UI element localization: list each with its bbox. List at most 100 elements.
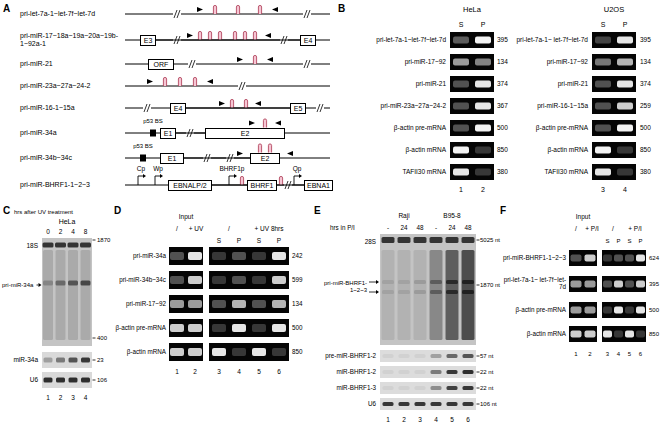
row-label: pri-miR-BHRF1-1~2~3 — [503, 254, 566, 261]
promoter-label: BHRF1p — [220, 165, 245, 172]
gel-panel — [450, 98, 494, 114]
exon-label: E2 — [261, 155, 270, 162]
gel-band — [453, 58, 469, 65]
column-header: / — [612, 225, 614, 232]
lane-number: 4 — [237, 368, 241, 375]
blot-panel — [380, 398, 476, 410]
primer-arrow — [147, 79, 153, 84]
gel-panel — [209, 271, 289, 289]
size-tick — [477, 240, 480, 241]
blot-band — [382, 237, 395, 243]
size-marker: 242 — [292, 252, 303, 259]
break-mark — [239, 82, 242, 90]
column-header: Input — [576, 213, 590, 220]
gene-name: pri-miR-34b~34c — [20, 154, 72, 161]
row-label: β-actin mRNA — [110, 349, 166, 356]
size-marker: 134 — [497, 58, 508, 65]
gel-band — [188, 300, 202, 308]
size-marker: 500 — [497, 124, 508, 131]
gel-panel — [592, 142, 636, 158]
gel-band — [595, 80, 611, 87]
lane-number: 4 — [84, 394, 88, 401]
lane-number: 1 — [175, 368, 179, 375]
blot-band — [399, 354, 410, 358]
lane-number: 1 — [574, 351, 577, 357]
gel-band — [232, 252, 246, 260]
lane-number: 4 — [617, 351, 620, 358]
size-marker: 367 — [497, 102, 508, 109]
fraction-label: P — [277, 237, 281, 244]
primer-arrow — [275, 121, 281, 126]
panel-letter: E — [314, 205, 321, 216]
blot-panel — [380, 366, 476, 378]
gel-panel — [450, 32, 494, 48]
lane-number: 3 — [606, 351, 609, 358]
lane-number: 2 — [59, 394, 63, 401]
size-marker: 57 nt — [480, 353, 493, 359]
column-header: + P/I — [628, 225, 642, 232]
time-point: - — [387, 224, 389, 231]
exon-box: E4 — [170, 103, 186, 114]
lane-number: 1 — [46, 394, 50, 401]
lane-number: 4 — [623, 186, 627, 194]
gel-band — [636, 254, 645, 261]
gel-band — [188, 348, 202, 356]
blot-band — [430, 280, 442, 284]
fraction-label: P — [481, 21, 486, 28]
row-label: pri-miR-21 — [338, 80, 446, 87]
gene-name: pri-miR-BHRF1-1~2~3 — [20, 181, 90, 188]
row-label: pri-miR-17~92 — [512, 58, 588, 65]
time-point: 4 — [71, 228, 75, 235]
gel-band — [571, 280, 582, 287]
size-marker: 500 — [649, 307, 659, 313]
blot-band — [56, 281, 66, 286]
blot-band — [382, 290, 394, 294]
primer-arrow — [272, 7, 278, 12]
gene-name: pri-miR-23a~27a~24-2 — [20, 82, 90, 89]
blot-band — [446, 250, 459, 340]
column-header: + UV 8hrs — [254, 225, 283, 232]
blot-band — [446, 237, 459, 243]
lane-number: 1 — [175, 368, 179, 375]
exon-box: BHRF1 — [247, 180, 277, 191]
rna-label: U6 — [30, 376, 38, 383]
gene-name: pri-miR-34a — [20, 129, 120, 137]
time-point: 48 — [464, 225, 471, 232]
break-gap — [238, 82, 246, 90]
lane-number: 2 — [193, 368, 197, 375]
gel-band — [475, 58, 491, 65]
size-marker: 374 — [640, 80, 651, 87]
fraction-label: P — [237, 237, 241, 244]
gel-band — [232, 300, 246, 308]
cell-line: HeLa — [59, 218, 76, 225]
column-header: / — [228, 225, 230, 232]
gel-band — [636, 306, 645, 313]
time-point: 48 — [464, 224, 471, 231]
gel-band — [636, 280, 645, 287]
lane-number: 3 — [418, 416, 422, 423]
gel-band — [603, 254, 612, 261]
promoter-label: Qp — [293, 165, 302, 172]
gel-panel — [602, 276, 646, 292]
gel-band — [625, 280, 634, 287]
panel-letter: B — [338, 3, 345, 14]
gel-band — [212, 252, 226, 260]
gene-name: pri-miR-16-1~15a — [20, 104, 120, 112]
size-marker: 367 — [497, 102, 508, 109]
size-marker: 259 — [640, 102, 651, 109]
blot-band — [431, 402, 442, 406]
size-marker: 850 — [292, 348, 303, 355]
gel-panel — [209, 247, 289, 265]
size-marker: 380 — [640, 168, 651, 175]
axis-title: hrs in P/I — [330, 224, 355, 231]
fraction-label: S — [257, 237, 261, 244]
axis-title: hrs in P/I — [330, 225, 355, 232]
column-header: / — [612, 225, 614, 232]
fraction-label: S — [217, 237, 221, 244]
row-label: β-actin pre-mRNA — [515, 306, 566, 313]
rna-label: pri-miR-34a — [2, 282, 33, 288]
p53-binding-site — [150, 130, 156, 137]
gel-band — [595, 36, 611, 43]
fraction-label: S — [459, 21, 464, 28]
gel-band — [188, 324, 202, 332]
